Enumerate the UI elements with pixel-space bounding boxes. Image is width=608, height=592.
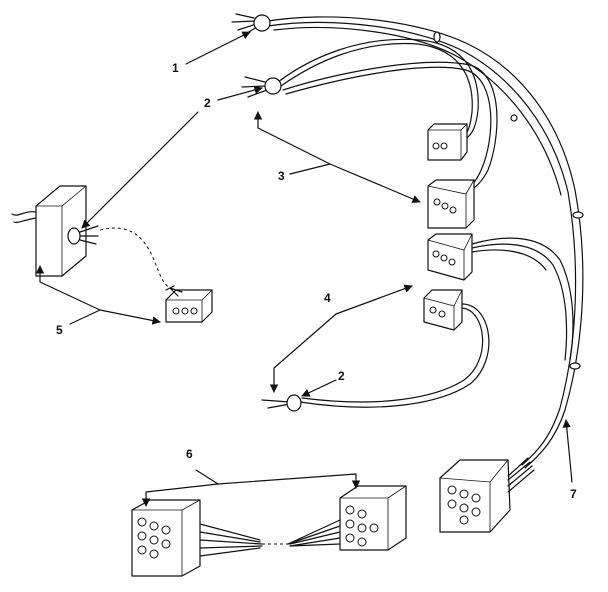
callout-5: 5: [56, 323, 63, 337]
callout-4: 4: [324, 291, 331, 305]
branch-harness-4: [261, 303, 490, 412]
left-module: [11, 185, 171, 289]
callout-2-lower: 2: [338, 369, 345, 383]
right-connector-pair: [287, 485, 407, 551]
branch-harness-3: [241, 38, 498, 191]
main-connector-block: [439, 457, 535, 533]
callout-6: 6: [186, 447, 193, 461]
leader-lines: [35, 31, 573, 507]
main-harness: [231, 13, 584, 469]
connector-upper-b: [427, 179, 475, 229]
callout-7: 7: [570, 487, 577, 501]
callout-1: 1: [172, 61, 179, 75]
left-connector-pair: [131, 499, 288, 577]
callout-3: 3: [278, 169, 285, 183]
connector-upper-a: [427, 123, 468, 161]
connector-lower-d: [423, 289, 463, 331]
connector-middle-c: [427, 233, 574, 361]
connector-left-e: [165, 285, 213, 323]
callout-2-upper: 2: [204, 96, 211, 110]
